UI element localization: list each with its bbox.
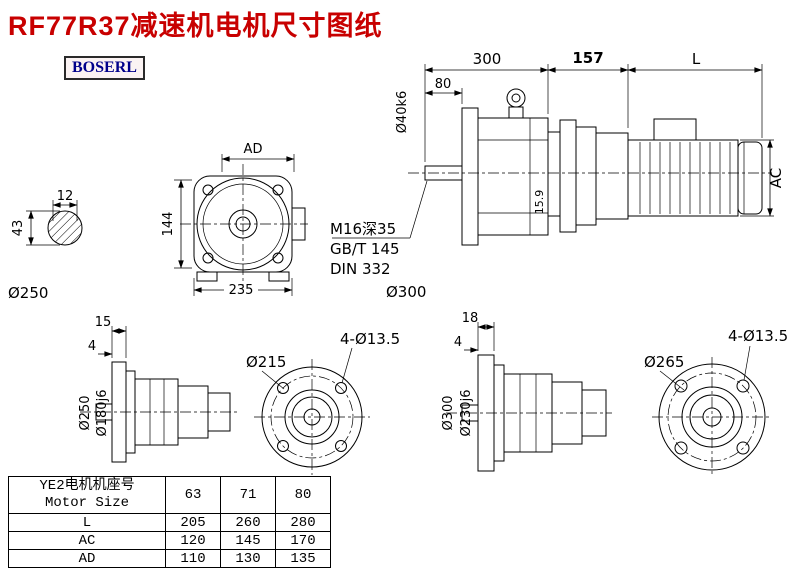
table-row-AC: AC 120 145 170 [8, 531, 331, 550]
row-AC-label: AC [8, 531, 166, 550]
row-L-label: L [8, 513, 166, 532]
dim-12-label: 12 [57, 189, 74, 204]
bolt-circle-215-label: Ø215 [246, 353, 286, 371]
row-AC-val-2: 145 [220, 531, 276, 550]
row-AD-val-3: 135 [275, 549, 331, 568]
row-L-val-1: 205 [165, 513, 221, 532]
note-m16-label: M16深35 [330, 220, 396, 238]
shaft-dia-label: Ø40k6 [395, 91, 410, 134]
motor-size-header-cell: YE2电机机座号 Motor Size [8, 476, 166, 514]
motor-size-table: YE2电机机座号 Motor Size 63 71 80 L 205 260 2… [8, 476, 331, 568]
dim-43-label: 43 [11, 220, 26, 237]
gearbox-front-view: AD 144 235 [161, 142, 308, 298]
row-AC-val-3: 170 [275, 531, 331, 550]
bolt-circle-265-label: Ø265 [644, 353, 684, 371]
dim-4-small-label: 4 [88, 339, 96, 354]
dia-300-label: Ø300 [386, 283, 426, 301]
dim-ad-label: AD [244, 142, 263, 157]
note-gbt-label: GB/T 145 [330, 240, 400, 258]
row-AD-val-1: 110 [165, 549, 221, 568]
dim-235-label: 235 [229, 283, 254, 298]
dim-300-label: 300 [473, 50, 502, 68]
table-header-row: YE2电机机座号 Motor Size 63 71 80 [8, 476, 331, 514]
boserl-logo: BOSERL [64, 56, 145, 80]
assembly-side-view: 300 157 L 80 Ø40k6 AC 15.9 M16深35 GB/T 1… [330, 49, 785, 301]
dim-4-large-label: 4 [454, 335, 462, 350]
flange-od-250-label: Ø250 [78, 395, 93, 430]
dim-L-label: L [692, 50, 701, 68]
row-L-val-3: 280 [275, 513, 331, 532]
dim-80-label: 80 [435, 77, 452, 92]
flange-small-face-view: 4-Ø13.5 Ø215 [246, 330, 400, 475]
size-col-2: 71 [220, 476, 276, 514]
dim-ac-label: AC [767, 168, 785, 188]
size-col-1: 63 [165, 476, 221, 514]
table-row-AD: AD 110 130 135 [8, 549, 331, 568]
dim-15-label: 15 [95, 315, 112, 330]
table-row-L: L 205 260 280 [8, 513, 331, 532]
holes-small-label: 4-Ø13.5 [340, 330, 400, 348]
shaft-section-circle [47, 210, 83, 246]
dia-250-label: Ø250 [8, 284, 48, 302]
flange-od-300-label: Ø300 [441, 395, 456, 430]
row-AD-label: AD [8, 549, 166, 568]
shaft-cross-section-view: 12 43 Ø250 [8, 189, 83, 302]
row-AC-val-1: 120 [165, 531, 221, 550]
output-b5-large-side-view: 18 4 Ø300 Ø230j6 [441, 311, 612, 472]
note-din-label: DIN 332 [330, 260, 391, 278]
row-L-val-2: 260 [220, 513, 276, 532]
dim-157-label: 157 [572, 49, 603, 67]
motor-size-header-cn: YE2电机机座号 [39, 478, 135, 494]
spigot-180-label: Ø180j6 [95, 390, 110, 437]
output-b5-small-side-view: 15 4 Ø250 Ø180j6 [78, 315, 240, 463]
page-title: RF77R37减速机电机尺寸图纸 [8, 11, 383, 41]
dim-144-label: 144 [161, 212, 176, 237]
size-col-3: 80 [275, 476, 331, 514]
flange-large-face-view: 4-Ø13.5 Ø265 [644, 327, 788, 477]
row-AD-val-2: 130 [220, 549, 276, 568]
spigot-230-label: Ø230j6 [459, 390, 474, 437]
dim-159-label: 15.9 [533, 190, 546, 215]
dim-18-label: 18 [462, 311, 479, 326]
holes-large-label: 4-Ø13.5 [728, 327, 788, 345]
motor-size-header-en: Motor Size [44, 495, 129, 511]
